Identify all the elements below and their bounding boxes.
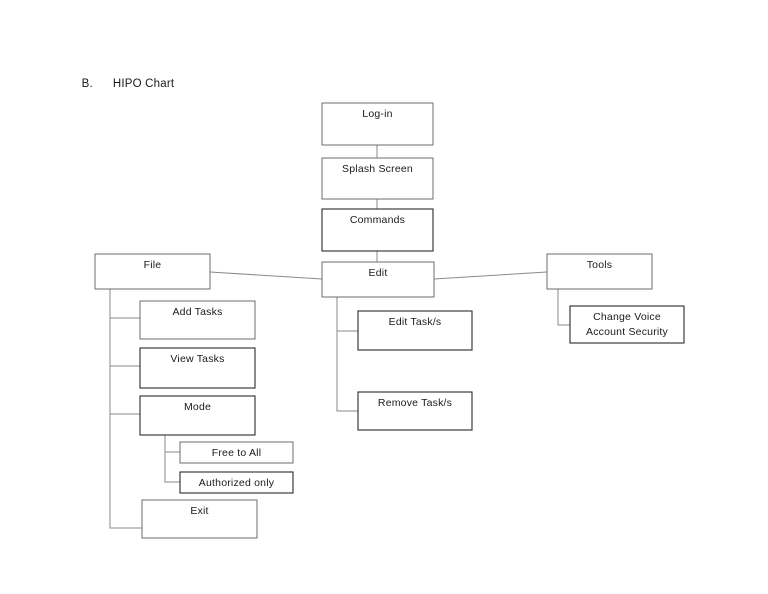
node-box-removetask [357, 391, 473, 431]
node-label-exit: Exit [190, 505, 208, 517]
node-exit[interactable]: Exit [141, 499, 258, 539]
node-login[interactable]: Log-in [321, 102, 434, 146]
page-title: HIPO Chart [112, 78, 175, 90]
connector-tools-to-changevoice [557, 289, 570, 326]
node-label-addtasks: Add Tasks [172, 306, 222, 318]
node-box-login [321, 102, 434, 146]
node-authorized[interactable]: Authorized only [179, 471, 294, 494]
node-commands[interactable]: Commands [321, 208, 434, 252]
node-edit[interactable]: Edit [321, 261, 435, 298]
node-label-tools: Tools [587, 259, 613, 271]
node-label-changevoice: Change Voice [593, 311, 661, 323]
node-box-freetoall [179, 441, 294, 464]
node-box-file [94, 253, 211, 290]
node-label-login: Log-in [362, 108, 392, 120]
connector-mode-to-authorized [164, 452, 180, 483]
section-label: B. [81, 78, 93, 90]
connector-edit-to-removetask [336, 331, 358, 412]
node-edittask[interactable]: Edit Task/s [357, 310, 473, 351]
node-label-mode: Mode [184, 401, 211, 413]
connector-file-to-addtasks [109, 289, 140, 319]
connector-mode-to-freetoall [164, 435, 180, 453]
node-box-changevoice [569, 305, 685, 344]
node-box-viewtasks [139, 347, 256, 389]
connector-layer [109, 145, 570, 529]
node-removetask[interactable]: Remove Task/s [357, 391, 473, 431]
node-tools[interactable]: Tools [546, 253, 653, 290]
node-label-commands: Commands [350, 214, 405, 226]
node-label-changevoice: Account Security [586, 326, 669, 338]
node-label-removetask: Remove Task/s [378, 397, 452, 409]
node-label-file: File [144, 259, 162, 271]
node-box-edit [321, 261, 435, 298]
node-box-tools [546, 253, 653, 290]
node-label-edittask: Edit Task/s [389, 316, 442, 328]
node-box-edittask [357, 310, 473, 351]
node-label-splash: Splash Screen [342, 163, 413, 175]
connector-edit-to-edittask [336, 297, 358, 332]
node-box-authorized [179, 471, 294, 494]
node-label-viewtasks: View Tasks [170, 353, 224, 365]
node-viewtasks[interactable]: View Tasks [139, 347, 256, 389]
node-addtasks[interactable]: Add Tasks [139, 300, 256, 340]
node-box-addtasks [139, 300, 256, 340]
node-box-mode [139, 395, 256, 436]
connector-edit-to-tools [433, 271, 548, 280]
connector-file-to-edit [209, 271, 323, 280]
node-splash[interactable]: Splash Screen [321, 157, 434, 200]
node-label-edit: Edit [369, 267, 388, 279]
node-file[interactable]: File [94, 253, 211, 290]
connector-file-to-exit [109, 318, 142, 529]
node-label-freetoall: Free to All [212, 447, 261, 459]
page-heading: B. HIPO Chart [68, 66, 175, 102]
node-box-exit [141, 499, 258, 539]
node-label-authorized: Authorized only [199, 477, 275, 489]
node-box-splash [321, 157, 434, 200]
node-mode[interactable]: Mode [139, 395, 256, 436]
node-freetoall[interactable]: Free to All [179, 441, 294, 464]
node-box-commands [321, 208, 434, 252]
